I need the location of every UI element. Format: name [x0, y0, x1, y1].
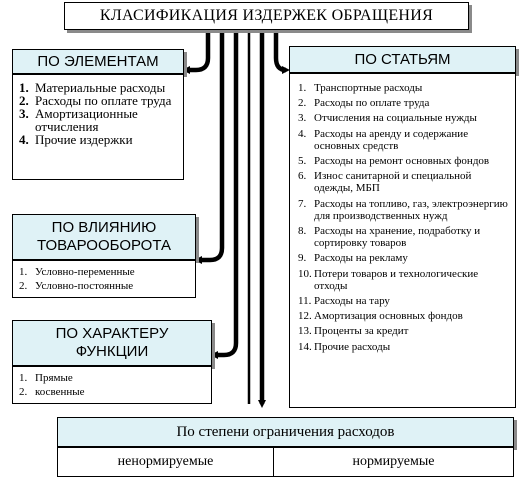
limit-header: По степени ограничения расходов — [57, 417, 514, 447]
limit-options-row: ненормируемые нормируемые — [57, 447, 514, 477]
articles-list: 1.Транспортные расходы 2.Расходы по опла… — [298, 82, 509, 353]
arrow-to-function — [210, 30, 239, 359]
function-list: 1.Прямые 2.косвенные — [19, 371, 205, 399]
arrow-to-elements — [182, 30, 211, 74]
list-item: 1.Материальные расходы — [19, 80, 166, 95]
list-item: 2.Расходы по оплате труда — [19, 93, 172, 108]
list-item: 2.Условно-постоянные — [19, 280, 134, 292]
list-item: 10.Потери товаров и технологические отхо… — [298, 267, 479, 292]
influence-header: ПО ВЛИЯНИЮ ТОВАРООБОРОТА — [12, 214, 196, 260]
list-item: 1.Прямые — [19, 372, 73, 384]
list-item: 3.Амортизационные отчисления — [19, 106, 138, 134]
list-item: 9.Расходы на рекламу — [298, 252, 408, 265]
function-list-box: 1.Прямые 2.косвенные — [12, 366, 212, 404]
elements-list-box: 1.Материальные расходы 2.Расходы по опла… — [12, 74, 184, 180]
list-item: 6.Износ санитарной и специальной одежды,… — [298, 170, 472, 195]
list-item: 1.Условно-переменные — [19, 266, 135, 278]
list-item: 2.косвенные — [19, 386, 85, 398]
list-item: 1.Транспортные расходы — [298, 82, 423, 94]
influence-list-box: 1.Условно-переменные 2.Условно-постоянны… — [12, 260, 196, 298]
main-title: КЛАСИФИКАЦИЯ ИЗДЕРЖЕК ОБРАЩЕНИЯ — [99, 7, 434, 24]
list-item: 3.Отчисления на социальные нужды — [298, 112, 477, 125]
list-item: 4.Прочие издержки — [19, 132, 133, 147]
list-item: 12.Амортизация основных фондов — [298, 310, 463, 323]
list-item: 14.Прочие расходы — [298, 340, 391, 353]
elements-list: 1.Материальные расходы 2.Расходы по опла… — [19, 81, 177, 146]
articles-list-box: 1.Транспортные расходы 2.Расходы по опла… — [289, 73, 516, 408]
list-item: 5.Расходы на ремонт основных фондов — [298, 155, 490, 168]
function-header: ПО ХАРАКТЕРУ ФУНКЦИИ — [12, 320, 212, 366]
arrow-to-articles — [273, 30, 290, 74]
list-item: 8.Расходы на хранение, подработку и сорт… — [298, 225, 481, 250]
list-item: 11.Расходы на тару — [298, 295, 390, 308]
list-item: 7.Расходы на топливо, газ, электроэнерги… — [298, 197, 508, 222]
list-item: 2.Расходы по оплате труда — [298, 97, 430, 110]
articles-header: ПО СТАТЬЯМ — [289, 46, 516, 73]
limit-unregulated-cell: ненормируемые — [58, 448, 274, 476]
list-item: 4.Расходы на аренду и содержание основны… — [298, 127, 469, 152]
arrow-to-influence — [194, 30, 225, 264]
main-title-box: КЛАСИФИКАЦИЯ ИЗДЕРЖЕК ОБРАЩЕНИЯ — [64, 2, 469, 30]
elements-header: ПО ЭЛЕМЕНТАМ — [12, 49, 184, 74]
list-item: 13.Проценты за кредит — [298, 325, 409, 338]
influence-list: 1.Условно-переменные 2.Условно-постоянны… — [19, 265, 189, 293]
limit-regulated-cell: нормируемые — [352, 454, 435, 469]
